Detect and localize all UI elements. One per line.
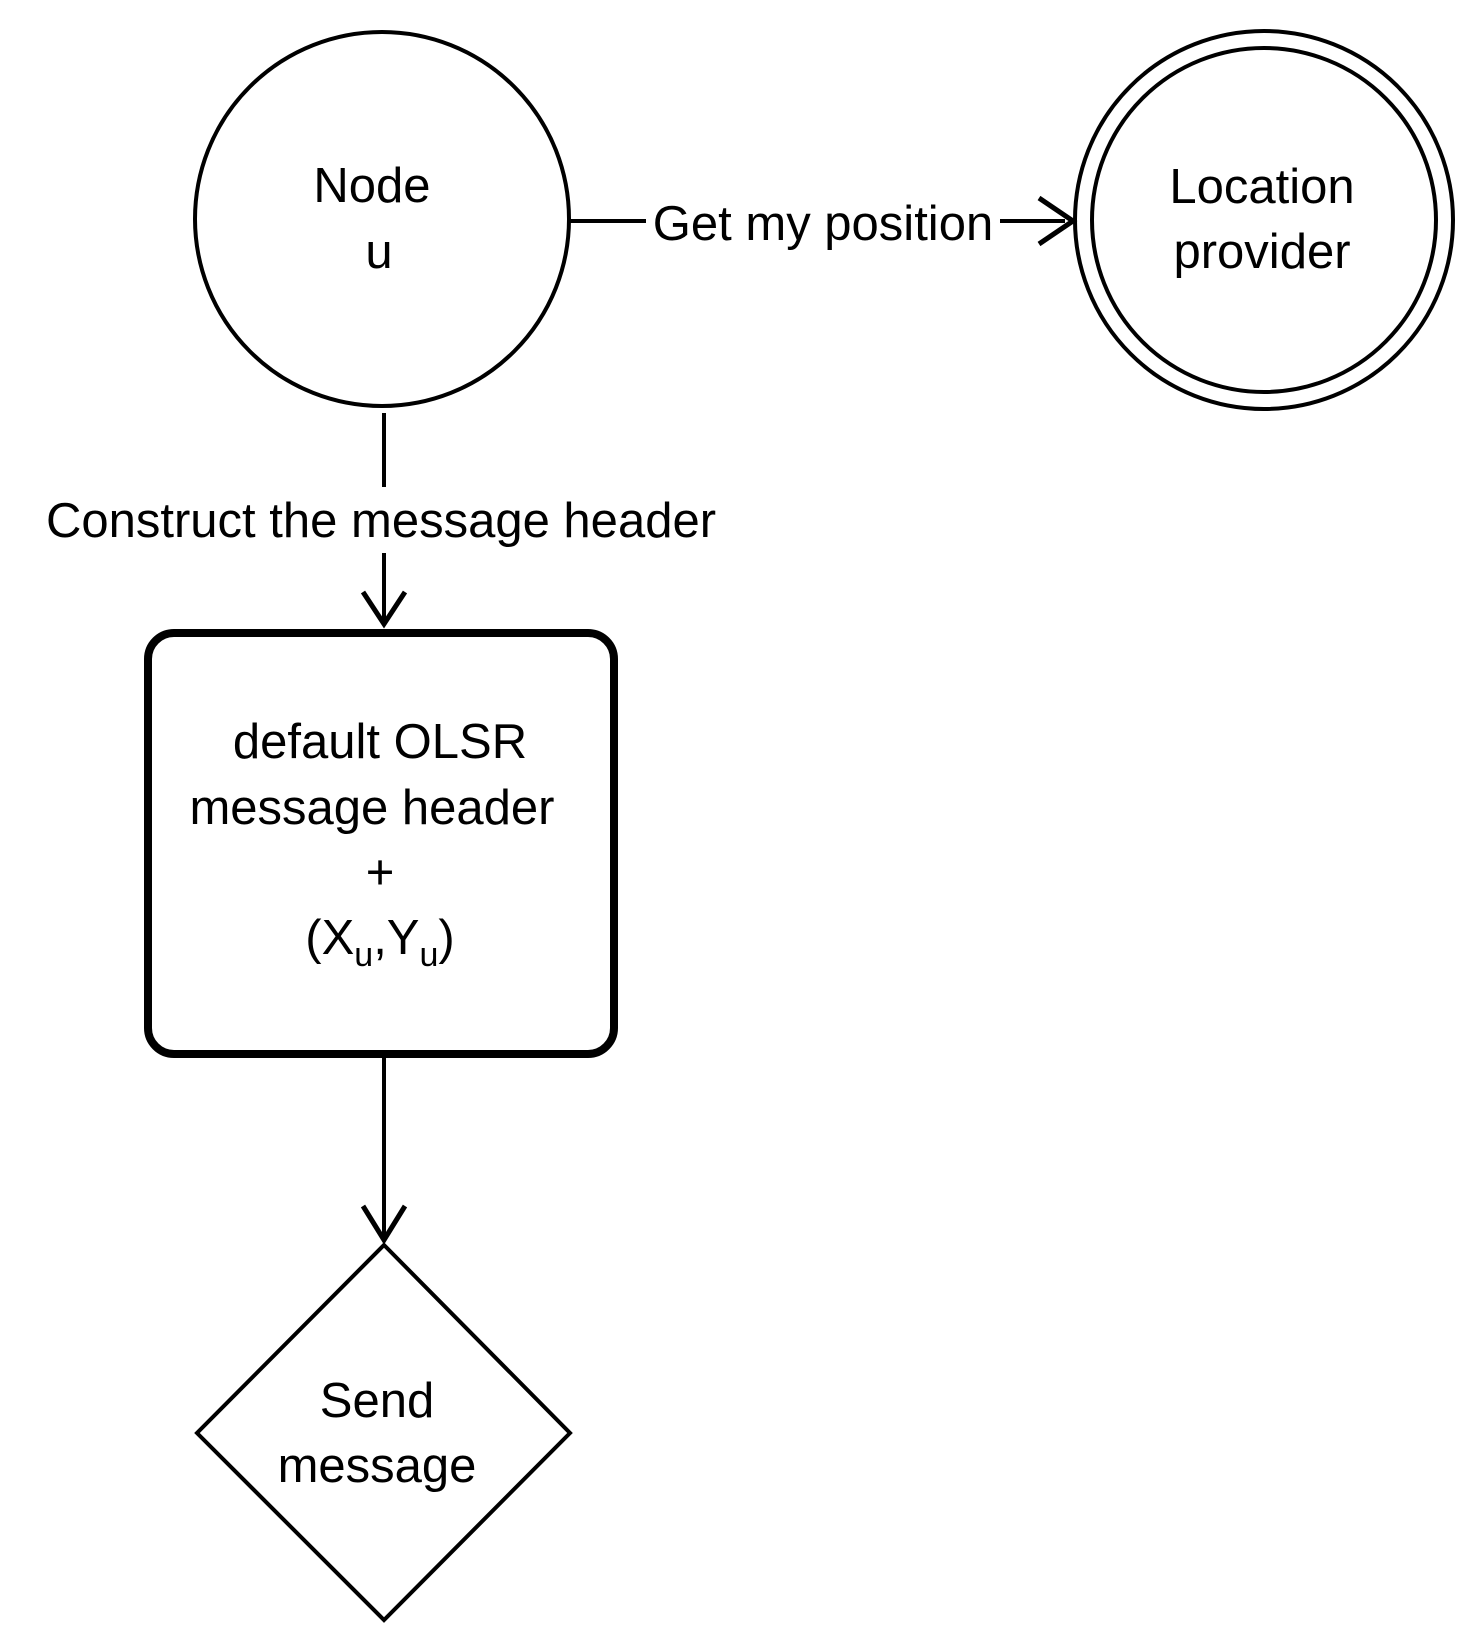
coords-open: (X [305, 911, 354, 965]
edge-get-position[interactable]: Get my position [569, 195, 1078, 251]
node-u-label-line1: Node [313, 159, 430, 213]
coords-sub-y: u [419, 936, 438, 974]
message-header-box-line1: default OLSR [233, 715, 527, 769]
edge-construct-header-label: Construct the message header [46, 494, 716, 548]
message-header-box-line2: message header [189, 781, 554, 835]
message-header-box-line3: + [366, 846, 395, 900]
node-u-circle [193, 30, 571, 408]
edge-to-send[interactable] [360, 1058, 408, 1245]
message-header-box-coords: (Xu,Yu) [305, 911, 454, 974]
send-message-diamond [194, 1242, 573, 1623]
message-header-box-rect [144, 629, 618, 1058]
edge-construct-header[interactable]: Construct the message header [46, 413, 716, 629]
send-message-label-line2: message [278, 1439, 477, 1493]
edge-get-position-label: Get my position [653, 197, 993, 251]
edge-get-position-arrowhead [1037, 195, 1078, 247]
location-provider[interactable]: Location provider [1073, 29, 1455, 411]
coords-close: ) [438, 911, 454, 965]
location-provider-label-line1: Location [1169, 160, 1354, 214]
location-provider-inner-circle [1090, 46, 1438, 394]
coords-comma-y: ,Y [373, 911, 419, 965]
send-message[interactable]: Send message [194, 1242, 573, 1623]
message-header-box[interactable]: default OLSR message header + (Xu,Yu) [144, 629, 618, 1058]
location-provider-outer-circle [1073, 29, 1455, 411]
node-u-label-line2: u [365, 225, 392, 279]
edge-construct-header-arrowhead [360, 590, 408, 629]
send-message-label-line1: Send [320, 1374, 434, 1428]
edge-to-send-arrowhead [360, 1204, 408, 1245]
location-provider-label-line2: provider [1173, 225, 1350, 279]
coords-sub-x: u [354, 936, 373, 974]
node-u[interactable]: Node u [193, 30, 571, 408]
